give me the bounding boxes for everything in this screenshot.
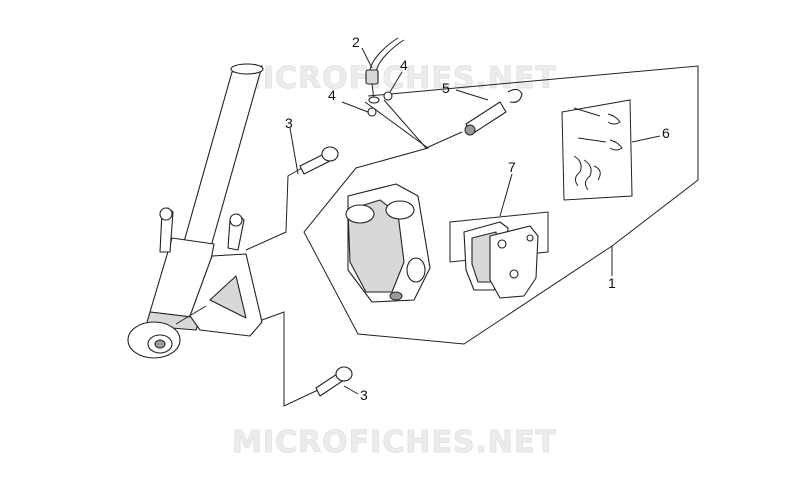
callout-6: 6 <box>662 125 670 141</box>
leader-c3b <box>343 385 359 395</box>
watermark-bottom: MICROFICHES.NET <box>232 425 557 460</box>
brake-hose <box>365 37 405 104</box>
leader-pin-kit <box>631 135 661 143</box>
pin-kit <box>561 99 633 201</box>
bleed-screw <box>464 88 523 136</box>
fork-leg <box>127 63 264 359</box>
brake-caliper <box>345 183 431 303</box>
leader-c2 <box>361 47 373 69</box>
leader-bolt-upper <box>245 167 303 251</box>
brake-pads <box>449 211 549 299</box>
callout-3-lower: 3 <box>360 387 368 403</box>
bolt-lower <box>315 366 353 397</box>
washer-lower <box>367 107 377 117</box>
leader-bleed <box>425 131 463 149</box>
callout-1: 1 <box>608 275 616 291</box>
leader-pads <box>499 173 513 217</box>
callout-2: 2 <box>352 34 360 50</box>
callout-5: 5 <box>442 80 450 96</box>
washer-upper <box>383 91 393 101</box>
leader-hose <box>383 99 427 149</box>
bolt-upper <box>289 127 339 175</box>
callout-4-lower: 4 <box>328 87 336 103</box>
assembly-outline <box>303 65 699 345</box>
watermark-top: MICROFICHES.NET <box>232 61 557 96</box>
callout-7: 7 <box>508 159 516 175</box>
leader-bolt-lower <box>261 311 319 407</box>
leader-c5 <box>455 89 489 101</box>
leader-c4a <box>389 71 403 93</box>
leader-c4b <box>341 101 369 113</box>
callout-3-upper: 3 <box>285 115 293 131</box>
callout-4-upper: 4 <box>400 57 408 73</box>
